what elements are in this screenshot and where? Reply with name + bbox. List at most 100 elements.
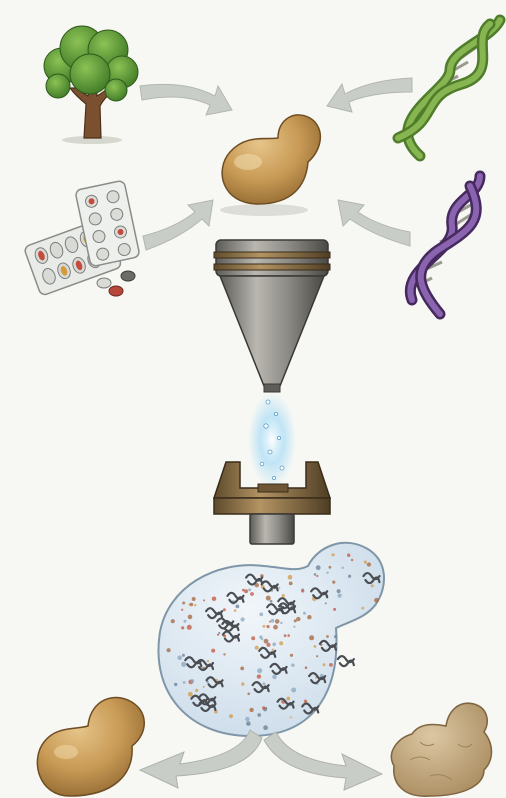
speckle xyxy=(217,634,219,636)
speckle xyxy=(207,660,209,662)
speckle xyxy=(177,656,182,661)
speckle xyxy=(259,613,263,617)
speckle xyxy=(329,663,333,667)
speckle xyxy=(171,619,175,623)
speckle xyxy=(288,575,293,580)
speckle xyxy=(361,607,364,610)
speckle xyxy=(374,598,379,603)
speckle xyxy=(244,589,248,593)
tree-icon xyxy=(44,26,138,144)
yeast-cell-icon xyxy=(220,115,320,216)
speckle xyxy=(290,716,292,718)
speckle xyxy=(296,617,300,621)
speckle xyxy=(269,621,271,623)
speckle xyxy=(289,582,293,586)
speckle xyxy=(314,573,317,576)
speckle xyxy=(291,688,296,693)
speckle xyxy=(211,649,215,653)
speckle xyxy=(332,553,335,556)
speckle xyxy=(333,608,336,611)
speckle xyxy=(203,686,205,688)
speckle xyxy=(371,584,374,587)
speckle xyxy=(250,592,254,596)
speckle xyxy=(174,683,177,686)
speckle xyxy=(188,615,193,620)
speckle xyxy=(332,581,335,584)
speckle xyxy=(347,554,350,557)
speckle xyxy=(190,679,194,683)
speckle xyxy=(326,635,329,638)
speckle xyxy=(293,626,295,628)
speckle xyxy=(266,596,271,601)
speckle xyxy=(265,707,267,709)
speckle xyxy=(263,625,266,628)
speckle xyxy=(234,609,237,612)
speckle xyxy=(248,588,251,591)
speckle xyxy=(275,619,280,624)
purple-dna-helix-icon xyxy=(410,176,480,314)
curved-arrow-icon xyxy=(143,200,213,250)
speckle xyxy=(271,619,275,623)
speckle xyxy=(195,689,198,692)
curved-arrow-icon xyxy=(327,78,412,112)
speckle xyxy=(284,634,287,637)
speckle xyxy=(194,604,196,606)
green-dna-helix-icon xyxy=(398,20,500,156)
speckle xyxy=(270,600,273,603)
speckle xyxy=(181,626,184,629)
speckle xyxy=(255,646,259,650)
speckle xyxy=(326,572,328,574)
speckle xyxy=(301,589,304,592)
speckle xyxy=(303,612,306,615)
curved-arrow-icon xyxy=(140,730,262,788)
speckle xyxy=(190,603,194,607)
speckle xyxy=(305,666,308,669)
speckle xyxy=(309,635,314,640)
speckle xyxy=(334,635,337,638)
speckle xyxy=(348,575,351,578)
speckle xyxy=(229,714,233,718)
speckle xyxy=(257,713,261,717)
dna-fragment xyxy=(338,656,354,666)
speckle xyxy=(257,668,262,673)
speckle xyxy=(286,697,290,701)
speckle xyxy=(316,565,321,570)
speckle xyxy=(291,664,294,667)
speckle xyxy=(338,594,342,598)
speckle xyxy=(364,561,367,564)
speckle xyxy=(188,692,193,697)
speckle xyxy=(337,589,341,593)
speckle xyxy=(287,634,290,637)
speckle xyxy=(342,567,344,569)
speckle xyxy=(187,625,192,630)
speckle xyxy=(329,566,332,569)
speckle xyxy=(247,693,250,696)
speckle xyxy=(251,636,255,640)
speckle xyxy=(182,654,185,657)
speckle xyxy=(307,615,311,619)
speckle xyxy=(323,663,326,666)
speckle xyxy=(272,643,276,647)
microfluidic-nozzle-icon xyxy=(214,240,330,544)
speckle xyxy=(236,605,240,609)
speckle xyxy=(192,597,196,601)
speckle xyxy=(316,575,318,577)
speckle xyxy=(249,708,253,712)
speckle xyxy=(212,597,217,602)
speckle xyxy=(257,674,261,678)
speckle xyxy=(181,609,183,611)
speckle xyxy=(167,648,171,652)
speckle xyxy=(241,617,245,621)
speckle xyxy=(272,675,277,680)
speckle xyxy=(290,654,293,657)
speckle xyxy=(325,602,327,604)
speckle xyxy=(223,653,225,655)
speckle xyxy=(351,559,353,561)
speckle xyxy=(278,587,280,589)
speckle xyxy=(223,608,226,611)
speckle xyxy=(246,721,251,726)
pill-blister-pack-icon xyxy=(24,180,141,296)
speckle xyxy=(279,641,283,645)
speckle xyxy=(263,682,266,685)
